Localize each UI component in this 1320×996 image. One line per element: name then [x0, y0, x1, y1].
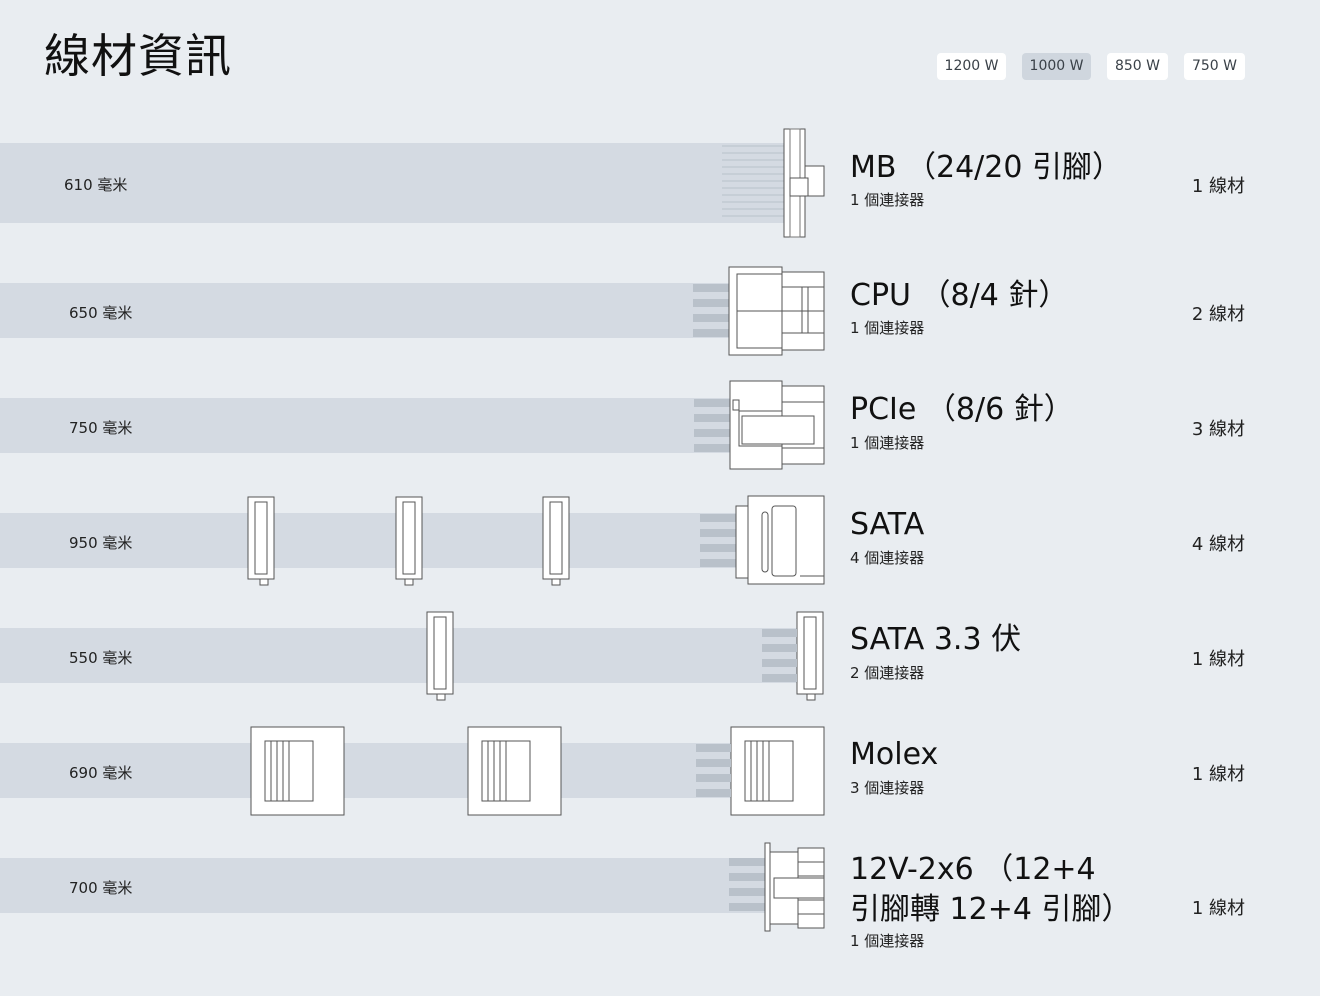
cable-strip	[0, 513, 750, 568]
connector-count: 1 個連接器	[850, 191, 925, 209]
cable-strip	[0, 628, 800, 683]
cable-length: 950 毫米	[69, 534, 133, 552]
connector-count: 4 個連接器	[850, 549, 925, 567]
connector-count: 1 個連接器	[850, 319, 925, 337]
cable-length: 550 毫米	[69, 649, 133, 667]
tab-850w[interactable]: 850 W	[1107, 53, 1168, 80]
cable-count: 2 線材	[1191, 304, 1245, 325]
page-title: 線材資訊	[44, 29, 232, 83]
cable-count: 1 線材	[1191, 176, 1245, 197]
tab-1000w[interactable]: 1000 W	[1022, 53, 1091, 80]
cable-name: CPU （8/4 針）	[850, 278, 1069, 313]
cable-name: PCIe （8/6 針）	[850, 392, 1074, 427]
cable-strip	[0, 858, 770, 913]
cable-strip	[0, 143, 790, 223]
tab-750w[interactable]: 750 W	[1184, 53, 1245, 80]
cable-name: 12V-2x6 （12+4 引腳轉 12+4 引腳）	[850, 852, 1132, 927]
connector-count: 1 個連接器	[850, 932, 925, 950]
cable-strip	[0, 743, 740, 798]
cable-length: 610 毫米	[64, 176, 128, 194]
connector-count: 3 個連接器	[850, 779, 925, 797]
cable-count: 3 線材	[1191, 419, 1245, 440]
cable-strip	[0, 398, 740, 453]
cable-length: 690 毫米	[69, 764, 133, 782]
cable-length: 700 毫米	[69, 879, 133, 897]
cable-name: MB （24/20 引腳）	[850, 150, 1122, 185]
cable-length: 650 毫米	[69, 304, 133, 322]
cable-length: 750 毫米	[69, 419, 133, 437]
cable-name: SATA 3.3 伏	[850, 622, 1022, 657]
cable-name: SATA	[850, 507, 925, 542]
cable-name: Molex	[850, 737, 939, 772]
cable-count: 4 線材	[1191, 534, 1245, 555]
cable-count: 1 線材	[1191, 898, 1245, 919]
connector-count: 1 個連接器	[850, 434, 925, 452]
cable-count: 1 線材	[1191, 764, 1245, 785]
cable-strip	[0, 283, 740, 338]
cable-count: 1 線材	[1191, 649, 1245, 670]
tab-1200w[interactable]: 1200 W	[937, 53, 1006, 80]
connector-count: 2 個連接器	[850, 664, 925, 682]
